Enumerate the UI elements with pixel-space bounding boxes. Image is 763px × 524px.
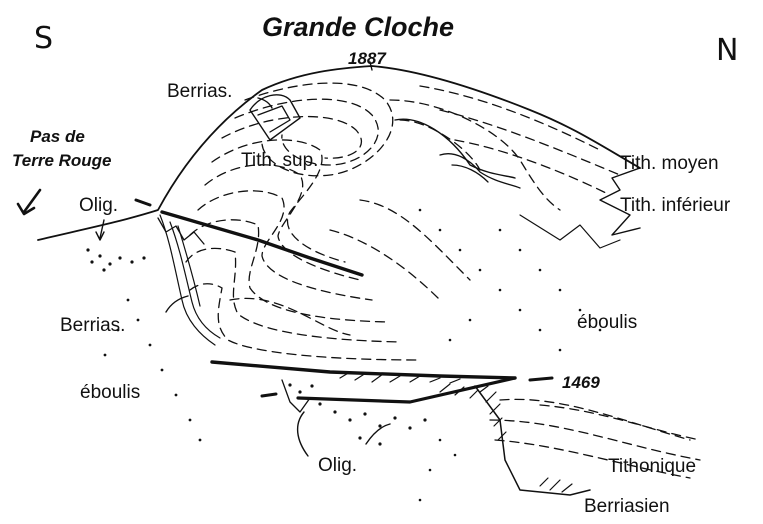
north-label: N: [716, 33, 738, 68]
eboulis-left-label: éboulis: [80, 382, 140, 403]
altitude-low-label: 1469: [562, 373, 600, 392]
berriasien-label: Berriasien: [584, 496, 670, 517]
pass-label-line2: Terre Rouge: [12, 151, 112, 170]
tith-moyen-label: Tith. moyen: [620, 153, 719, 174]
eboulis-right-label: éboulis: [577, 312, 637, 333]
olig-patch: [158, 218, 310, 412]
pass-label-line1: Pas de: [30, 127, 85, 146]
summit-altitude: 1887: [348, 49, 387, 68]
labels: S N Grande Cloche 1887 Pas de Terre Roug…: [12, 12, 738, 517]
summit-name: Grande Cloche: [262, 12, 454, 42]
olig-bottom-label: Olig.: [318, 455, 357, 476]
berrias-left-label: Berrias.: [60, 315, 125, 336]
tith-sup-label: Tith. sup.: [241, 150, 318, 171]
tith-inferieur-label: Tith. inférieur: [620, 195, 731, 216]
olig-left-label: Olig.: [79, 195, 118, 216]
tithonique-label: Tithonique: [608, 456, 696, 477]
fold-strata: [186, 83, 700, 478]
south-label: S: [34, 21, 53, 56]
berrias-top-label: Berrias.: [167, 81, 232, 102]
